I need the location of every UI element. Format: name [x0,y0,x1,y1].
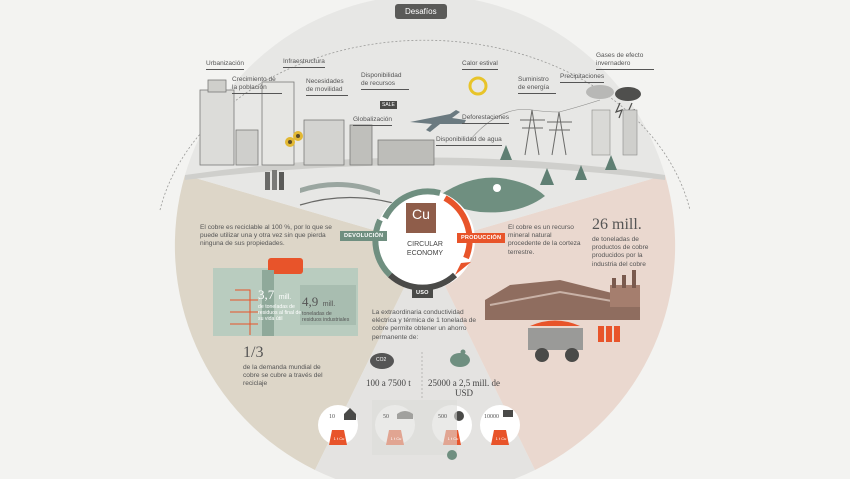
weight-icon [329,430,347,445]
circular-economy-diagram [372,188,475,291]
stat1-desc: de toneladas de residuos al final de su … [258,304,302,322]
label-suministro: Suministro de energía [518,76,556,94]
tag-uso: USO [412,288,433,298]
co2-label: CO2 [376,357,387,363]
sector-use [315,245,535,479]
mine-landscape [485,270,640,320]
production-stat-desc: de toneladas de productos de cobre produ… [592,236,649,268]
saving-text: La extraordinaria conductividad eléctric… [372,309,477,341]
sun-icon [468,76,488,96]
item-count: 50 [383,414,389,420]
co2-value: 100 a 7500 t [366,378,411,388]
people-icon [265,170,284,190]
weight-icon [491,430,509,445]
mining-truck-icon [528,320,620,362]
sale-sign: SALE [380,101,397,109]
fraction-desc: de la demanda mundial de cobre se cubre … [243,364,323,388]
airplane-icon [410,110,466,132]
label-urbanizacion: Urbanización [206,60,244,70]
weight-label: 1 t Cu [333,436,345,441]
production-stat-value: 26 mill. [592,216,642,233]
piggy-bank-icon [450,349,470,367]
challenges-header: Desafíos [395,4,447,19]
stat-industrial: 4,9 mill. toneladas de residuos industri… [302,293,352,323]
weight-label: 1 t Cu [390,436,402,441]
title-line2: ECONOMY [406,250,444,257]
sunflower-icon [285,131,303,147]
label-gases: Gases de efecto invernadero [596,52,654,70]
label-crecimiento: Crecimiento de la población [232,76,282,94]
recycling-facility [213,258,358,336]
circular-economy-title: CIRCULAR ECONOMY [395,240,455,258]
title-line1: CIRCULAR [407,241,443,248]
tag-produccion: PRODUCCIÓN [457,233,506,243]
weight-label: 1 t Cu [447,436,459,441]
label-globalizacion: Globalización [353,116,393,126]
item-count: 500 [438,414,447,420]
stat2-value: 4,9 [302,294,319,309]
co2-cloud-icon [370,353,394,369]
challenges-arc [159,39,691,211]
saving-items [318,400,520,460]
item-count: 10 [329,414,335,420]
tree-icons [500,145,617,185]
recycle-text: El cobre es reciclable al 100 %, por lo … [200,224,332,248]
water-area [440,177,545,213]
label-calor: Calor estival [462,60,498,70]
usd-value: 25000 a 2,5 mill. de USD [428,378,500,398]
label-deforestaciones: Deforestaciones [462,114,509,124]
label-precipitaciones: Precipitaciones [560,73,605,83]
copper-symbol: Cu [412,206,430,222]
stat2-desc: toneladas de residuos industriales [302,311,350,323]
tag-devolucion: DEVOLUCIÓN [340,231,388,241]
label-movilidad: Necesidades de movilidad [306,78,348,96]
stat2-unit: mill. [322,301,336,308]
item-count: 10000 [484,414,499,420]
label-infraestructura: Infraestructura [283,58,325,68]
fraction-value: 1/3 [243,344,264,361]
mineral-text: El cobre es un recurso mineral natural p… [508,224,581,256]
rain-cloud-icon [586,85,641,156]
house-icon [344,408,356,420]
weight-label: 1 t Cu [495,436,507,441]
stat-end-of-life: 3,7 mill. de toneladas de residuos al fi… [258,286,302,322]
city-buildings [199,79,435,166]
label-agua: Disponibilidad de agua [436,136,502,146]
power-line-icon [469,99,601,156]
stat1-unit: mill. [278,294,292,301]
bridge-road [299,181,401,206]
laptop-icon [503,410,513,417]
label-recursos: Disponibilidad de recursos [361,72,409,90]
stat1-value: 3,7 [258,287,275,302]
